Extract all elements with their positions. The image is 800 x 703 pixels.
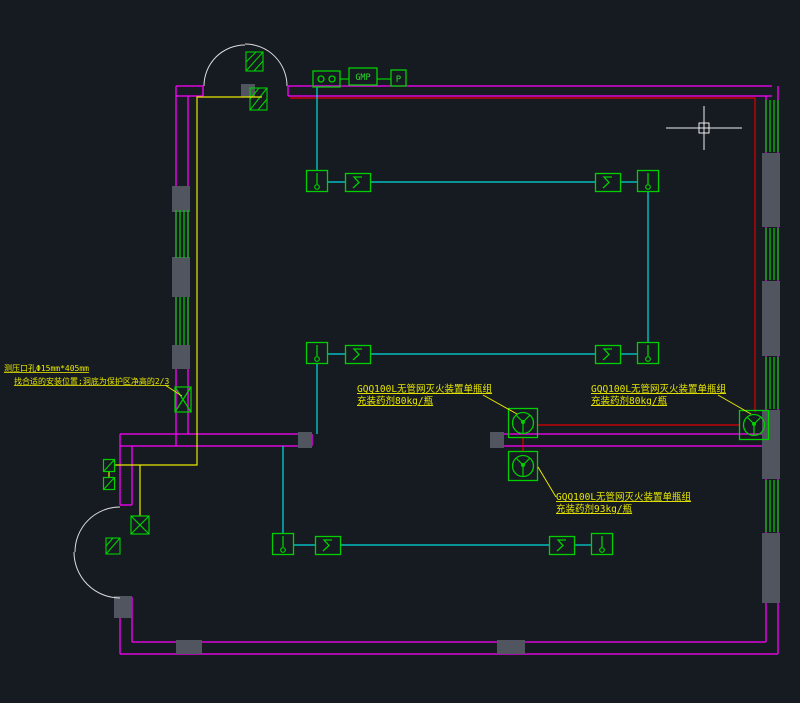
control-panel-gmp[interactable]: GMP <box>348 67 378 86</box>
door-swings <box>73 43 288 599</box>
annotation-text[interactable]: GQQ100L无管网灭火装置单瓶组 <box>556 491 692 503</box>
crosshair-cursor <box>666 106 742 150</box>
smoke-detector[interactable] <box>271 532 295 556</box>
annotation-text[interactable]: 充装药剂80kg/瓶 <box>591 395 668 407</box>
leader-line <box>537 466 557 498</box>
annotation-text[interactable]: 找合适的安装位置;洞底为保护区净高的2/3 <box>14 376 169 386</box>
wall-outline <box>119 85 779 655</box>
gas-release-manifold[interactable] <box>312 70 341 88</box>
signal-module[interactable] <box>344 172 372 193</box>
smoke-detector[interactable] <box>590 532 614 556</box>
wall-device-small[interactable] <box>102 458 116 473</box>
smoke-detector[interactable] <box>305 341 329 365</box>
annotation-unit-bottom[interactable]: GQQ100L无管网灭火装置单瓶组 充装药剂93kg/瓶 <box>537 466 692 515</box>
signal-module[interactable] <box>548 535 576 556</box>
pressure-test-port[interactable] <box>174 386 192 413</box>
signal-module[interactable] <box>594 344 622 365</box>
smoke-detector[interactable] <box>305 169 329 193</box>
window-right-4 <box>765 480 779 532</box>
window-right-3 <box>765 357 779 409</box>
detector-circuit <box>282 87 649 546</box>
p-label: P <box>396 75 402 85</box>
pressure-switch-p[interactable]: P <box>390 69 407 87</box>
door-leaf-hatched <box>105 537 121 555</box>
wall-device-small[interactable] <box>102 476 116 491</box>
left-door-arc-lower <box>73 551 121 599</box>
window-right-1 <box>765 100 779 152</box>
window-right-2 <box>765 228 779 280</box>
leader-line <box>717 394 752 415</box>
annotation-unit-right[interactable]: GQQ100L无管网灭火装置单瓶组 充装药剂80kg/瓶 <box>591 383 752 415</box>
signal-module[interactable] <box>314 535 342 556</box>
pipe-run <box>290 97 756 451</box>
power-cable-run <box>108 96 262 516</box>
annotation-text[interactable]: 充装药剂80kg/瓶 <box>357 395 434 407</box>
annotation-text[interactable]: GQQ100L无管网灭火装置单瓶组 <box>357 383 493 395</box>
gmp-box[interactable] <box>348 67 378 86</box>
extinguisher-unit[interactable] <box>507 450 539 482</box>
leader-line <box>482 394 518 415</box>
left-door-arc-upper <box>74 506 121 553</box>
top-door-arc-left <box>203 44 246 87</box>
smoke-detector[interactable] <box>636 169 660 193</box>
door-leaves <box>105 51 268 555</box>
window-hatches <box>175 100 779 532</box>
top-door-arc-right <box>244 43 288 87</box>
annotation-text[interactable]: 充装药剂93kg/瓶 <box>556 503 633 515</box>
extinguisher-units <box>507 407 770 482</box>
annotation-pressure-port[interactable]: 测压口孔Φ15mm*405mm 找合适的安装位置;洞底为保护区净高的2/3 <box>4 364 183 397</box>
annotation-text[interactable]: GQQ100L无管网灭火装置单瓶组 <box>591 383 727 395</box>
gmp-label: GMP <box>355 73 370 83</box>
manual-station-box[interactable] <box>130 515 150 535</box>
window-left-1 <box>175 210 189 258</box>
window-left-2 <box>175 297 189 345</box>
pickbox <box>698 122 710 134</box>
leader-line <box>164 384 183 397</box>
p-box[interactable] <box>390 69 407 87</box>
signal-module[interactable] <box>344 344 372 365</box>
signal-module[interactable] <box>594 172 622 193</box>
smoke-detector[interactable] <box>636 341 660 365</box>
annotation-text[interactable]: 测压口孔Φ15mm*405mm <box>4 364 89 373</box>
extinguisher-unit[interactable] <box>507 407 539 439</box>
annotation-unit-mid[interactable]: GQQ100L无管网灭火装置单瓶组 充装药剂80kg/瓶 <box>357 383 518 415</box>
structural-columns <box>114 84 780 654</box>
door-leaf-hatched <box>245 51 264 72</box>
